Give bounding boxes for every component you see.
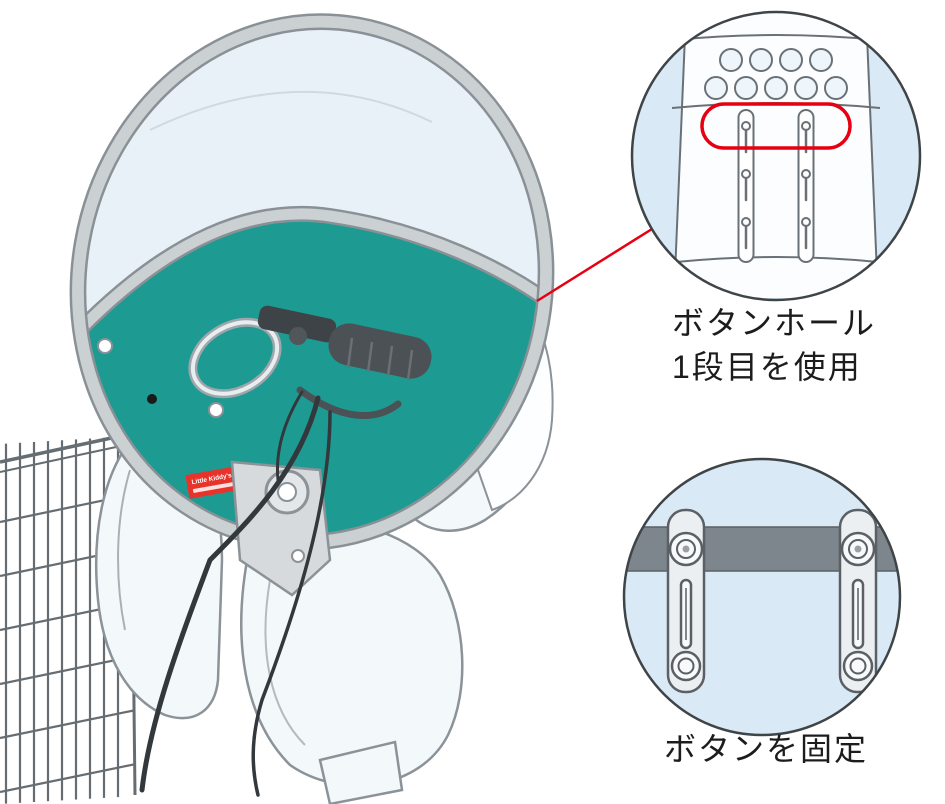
button-top-left-inner bbox=[676, 539, 696, 559]
cables bbox=[139, 390, 332, 797]
vent-hole bbox=[764, 76, 788, 100]
pivot-bolt-inner bbox=[277, 482, 297, 502]
first-row-highlight bbox=[700, 102, 852, 150]
handlebar-stem bbox=[257, 305, 337, 343]
snap-button-left bbox=[97, 338, 113, 354]
handlebar-grip bbox=[328, 323, 432, 379]
vent-hole bbox=[824, 76, 848, 100]
panel-edge-right bbox=[865, 12, 879, 299]
vent-hole bbox=[749, 48, 773, 72]
bracket-screw bbox=[291, 549, 305, 563]
vent-hole bbox=[794, 76, 818, 100]
cable-3 bbox=[275, 390, 304, 482]
detail-button-fix-view bbox=[622, 457, 902, 737]
button-bottom-right-outer bbox=[842, 650, 874, 682]
vent-holes bbox=[704, 48, 848, 100]
panel-seam-bottom bbox=[675, 256, 879, 263]
vent-hole bbox=[809, 48, 833, 72]
brand-label-rule bbox=[192, 480, 243, 494]
pivot-bracket bbox=[230, 460, 332, 597]
basket-rim bbox=[0, 432, 131, 464]
vent-hole bbox=[719, 48, 743, 72]
strap-left bbox=[666, 508, 706, 694]
fabric-panel bbox=[674, 12, 878, 298]
basket-rim-inner bbox=[0, 443, 131, 473]
detail-circle-outline-2 bbox=[622, 457, 902, 737]
button-top-right-center bbox=[854, 545, 862, 553]
handlebar-loop-highlight bbox=[190, 320, 280, 396]
detail-circle-outline bbox=[630, 10, 922, 302]
front-contour-line bbox=[117, 469, 131, 631]
vent-hole bbox=[779, 48, 803, 72]
window-frame-band bbox=[66, 208, 564, 344]
cable-2 bbox=[251, 410, 332, 797]
basket-wires bbox=[0, 436, 136, 804]
grip-ridges bbox=[346, 337, 414, 381]
button-bottom-left-inner bbox=[677, 657, 695, 675]
button-top-right-inner bbox=[848, 539, 868, 559]
strap-right bbox=[838, 508, 878, 694]
fix-button-instruction: ボタンを固定 bbox=[664, 731, 868, 767]
brake-lever bbox=[296, 386, 402, 419]
button-bottom-left-outer bbox=[670, 650, 702, 682]
detail-buttonhole-view bbox=[630, 10, 922, 302]
button-bottom-right-inner bbox=[849, 657, 867, 675]
bike-seat-illustration: Little Kiddy's bbox=[0, 13, 581, 804]
panel-seam-top bbox=[673, 34, 879, 41]
buttonhole-instruction-line1: ボタンホール bbox=[672, 305, 876, 341]
vent-hole bbox=[734, 76, 758, 100]
button-top-left-center bbox=[682, 545, 690, 553]
buttonhole-instruction-line2: 1段目を使用 bbox=[672, 349, 862, 385]
fabric-panel-seams bbox=[671, 12, 881, 299]
snap-button-mid bbox=[208, 402, 224, 418]
footrest bbox=[318, 740, 404, 804]
handlebar bbox=[188, 305, 432, 419]
snap-hole bbox=[147, 394, 157, 404]
callout-leader-line bbox=[536, 227, 653, 303]
bell bbox=[289, 327, 307, 345]
window-seam bbox=[149, 90, 433, 131]
panel-edge-left bbox=[673, 12, 687, 299]
cable-1 bbox=[139, 395, 321, 793]
vent-hole bbox=[704, 76, 728, 100]
